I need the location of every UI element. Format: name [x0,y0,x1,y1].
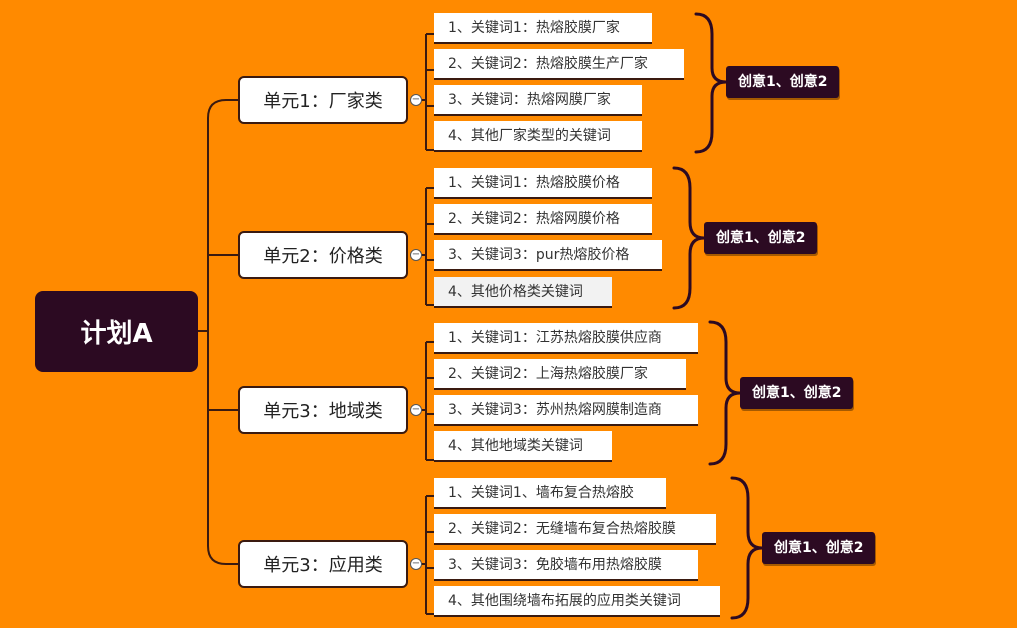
root-node[interactable]: 计划A [35,291,198,372]
unit-node-4[interactable]: 单元3：应用类 [238,540,408,588]
creative-node[interactable]: 创意1、创意2 [726,66,840,98]
creative-node[interactable]: 创意1、创意2 [704,222,818,254]
curly-brace-icon [708,320,741,466]
keyword-node[interactable]: 4、其他地域类关键词 [434,431,612,462]
collapse-toggle-icon[interactable]: − [410,249,422,261]
curly-brace-icon [694,12,727,154]
curly-brace-icon [730,476,763,620]
keyword-node[interactable]: 1、关键词1、墙布复合热熔胶 [434,478,666,509]
keyword-node[interactable]: 2、关键词2：热熔网膜价格 [434,204,652,235]
curly-brace-icon [672,166,705,310]
keyword-node[interactable]: 1、关键词1：江苏热熔胶膜供应商 [434,323,698,354]
keyword-node[interactable]: 3、关键词：热熔网膜厂家 [434,85,642,116]
keyword-node[interactable]: 4、其他围绕墙布拓展的应用类关键词 [434,586,720,617]
unit-node-1[interactable]: 单元1：厂家类 [238,76,408,124]
keyword-node[interactable]: 4、其他厂家类型的关键词 [434,121,642,152]
collapse-toggle-icon[interactable]: − [410,404,422,416]
keyword-node[interactable]: 2、关键词2：上海热熔胶膜厂家 [434,359,686,390]
keyword-node[interactable]: 1、关键词1：热熔胶膜价格 [434,168,652,199]
keyword-node[interactable]: 3、关键词3：苏州热熔网膜制造商 [434,395,698,426]
creative-node[interactable]: 创意1、创意2 [762,532,876,564]
keyword-node[interactable]: 1、关键词1：热熔胶膜厂家 [434,13,652,44]
creative-node[interactable]: 创意1、创意2 [740,377,854,409]
collapse-toggle-icon[interactable]: − [410,94,422,106]
keyword-node[interactable]: 4、其他价格类关键词 [434,277,612,308]
keyword-node[interactable]: 3、关键词3：免胶墙布用热熔胶膜 [434,550,698,581]
unit-node-3[interactable]: 单元3：地域类 [238,386,408,434]
keyword-node[interactable]: 2、关键词2：热熔胶膜生产厂家 [434,49,684,80]
keyword-node[interactable]: 2、关键词2：无缝墙布复合热熔胶膜 [434,514,716,545]
keyword-node[interactable]: 3、关键词3：pur热熔胶价格 [434,240,662,271]
collapse-toggle-icon[interactable]: − [410,558,422,570]
unit-node-2[interactable]: 单元2：价格类 [238,231,408,279]
